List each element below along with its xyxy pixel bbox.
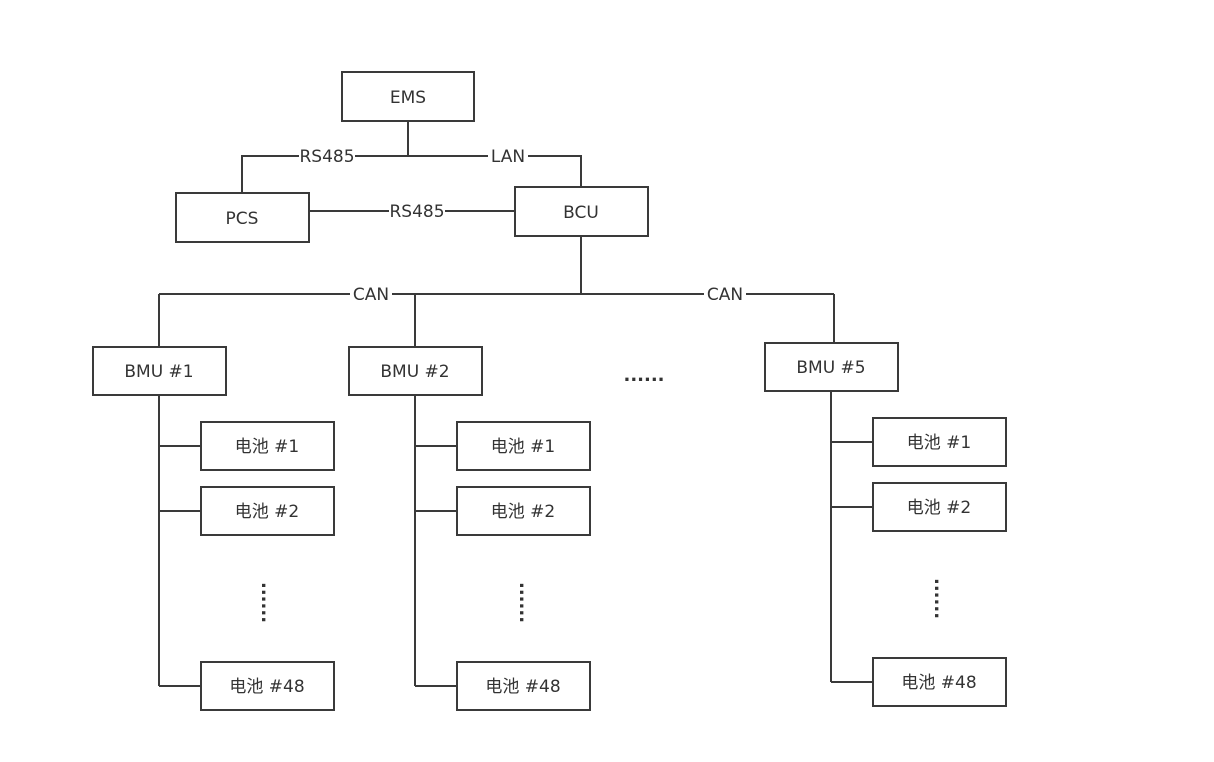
battery-label: 电池 #48 — [901, 673, 976, 693]
connections — [158, 121, 873, 687]
battery-bmu1-1: 电池 #1 — [200, 421, 335, 471]
node-ems-label: EMS — [390, 88, 426, 108]
node-pcs: PCS — [175, 192, 310, 243]
label-pcs-bcu: RS485 — [389, 202, 444, 222]
battery-bmu1-2: 电池 #2 — [200, 486, 335, 536]
battery-label: 电池 #2 — [235, 502, 299, 522]
label-ems-pcs: RS485 — [299, 147, 354, 167]
label-can-right: CAN — [707, 285, 743, 305]
wire-ems-bcu — [408, 155, 582, 187]
node-bcu: BCU — [514, 186, 649, 237]
battery-ellipsis-bmu2: ...... — [515, 582, 536, 623]
node-bcu-label: BCU — [563, 203, 599, 223]
battery-ellipsis-bmu5: ...... — [930, 578, 951, 619]
battery-bmu2-2: 电池 #2 — [456, 486, 591, 536]
battery-bmu5-2: 电池 #2 — [872, 482, 1007, 532]
battery-label: 电池 #48 — [485, 677, 560, 697]
node-pcs-label: PCS — [226, 209, 259, 229]
battery-label: 电池 #48 — [229, 677, 304, 697]
node-bmu2-label: BMU #2 — [380, 362, 449, 382]
battery-bmu1-48: 电池 #48 — [200, 661, 335, 711]
node-ems: EMS — [341, 71, 475, 122]
battery-bmu2-1: 电池 #1 — [456, 421, 591, 471]
label-can-left: CAN — [353, 285, 389, 305]
battery-bmu5-48: 电池 #48 — [872, 657, 1007, 707]
node-bmu2: BMU #2 — [348, 346, 483, 396]
battery-label: 电池 #1 — [235, 437, 299, 457]
battery-ellipsis-bmu1: ...... — [257, 582, 278, 623]
node-bmu1-label: BMU #1 — [124, 362, 193, 382]
battery-bmu2-48: 电池 #48 — [456, 661, 591, 711]
battery-bmu5-1: 电池 #1 — [872, 417, 1007, 467]
label-ems-bcu: LAN — [491, 147, 525, 167]
battery-label: 电池 #1 — [491, 437, 555, 457]
node-bmu1: BMU #1 — [92, 346, 227, 396]
edge-labels: RS485 LAN RS485 CAN CAN — [299, 146, 746, 305]
node-bmu5: BMU #5 — [764, 342, 899, 392]
node-bmu5-label: BMU #5 — [796, 358, 865, 378]
battery-label: 电池 #1 — [907, 433, 971, 453]
bmu-ellipsis: ...... — [623, 365, 664, 386]
battery-label: 电池 #2 — [491, 502, 555, 522]
battery-label: 电池 #2 — [907, 498, 971, 518]
